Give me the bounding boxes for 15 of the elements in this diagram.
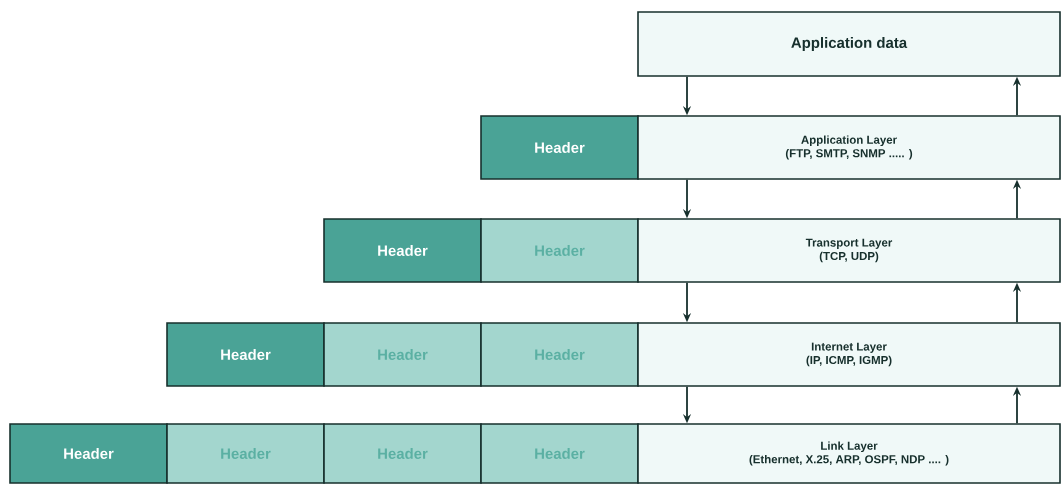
layer-box: Application Layer (FTP, SMTP, SNMP ..... ) bbox=[637, 115, 1061, 180]
header-box: Header bbox=[323, 218, 482, 283]
data-box: Application data bbox=[637, 11, 1061, 77]
header-box: Header bbox=[480, 322, 639, 387]
header-box: Header bbox=[323, 423, 482, 484]
header-box: Header bbox=[480, 218, 639, 283]
header-box: Header bbox=[166, 322, 325, 387]
layer-box: Transport Layer (TCP, UDP) bbox=[637, 218, 1061, 283]
header-box: Header bbox=[323, 322, 482, 387]
header-box: Header bbox=[480, 423, 639, 484]
layer-box: Link Layer (Ethernet, X.25, ARP, OSPF, NDP .... ) bbox=[637, 423, 1061, 484]
header-box: Header bbox=[166, 423, 325, 484]
header-box: Header bbox=[480, 115, 639, 180]
layer-box: Internet Layer (IP, ICMP, IGMP) bbox=[637, 322, 1061, 387]
header-box: Header bbox=[9, 423, 168, 484]
